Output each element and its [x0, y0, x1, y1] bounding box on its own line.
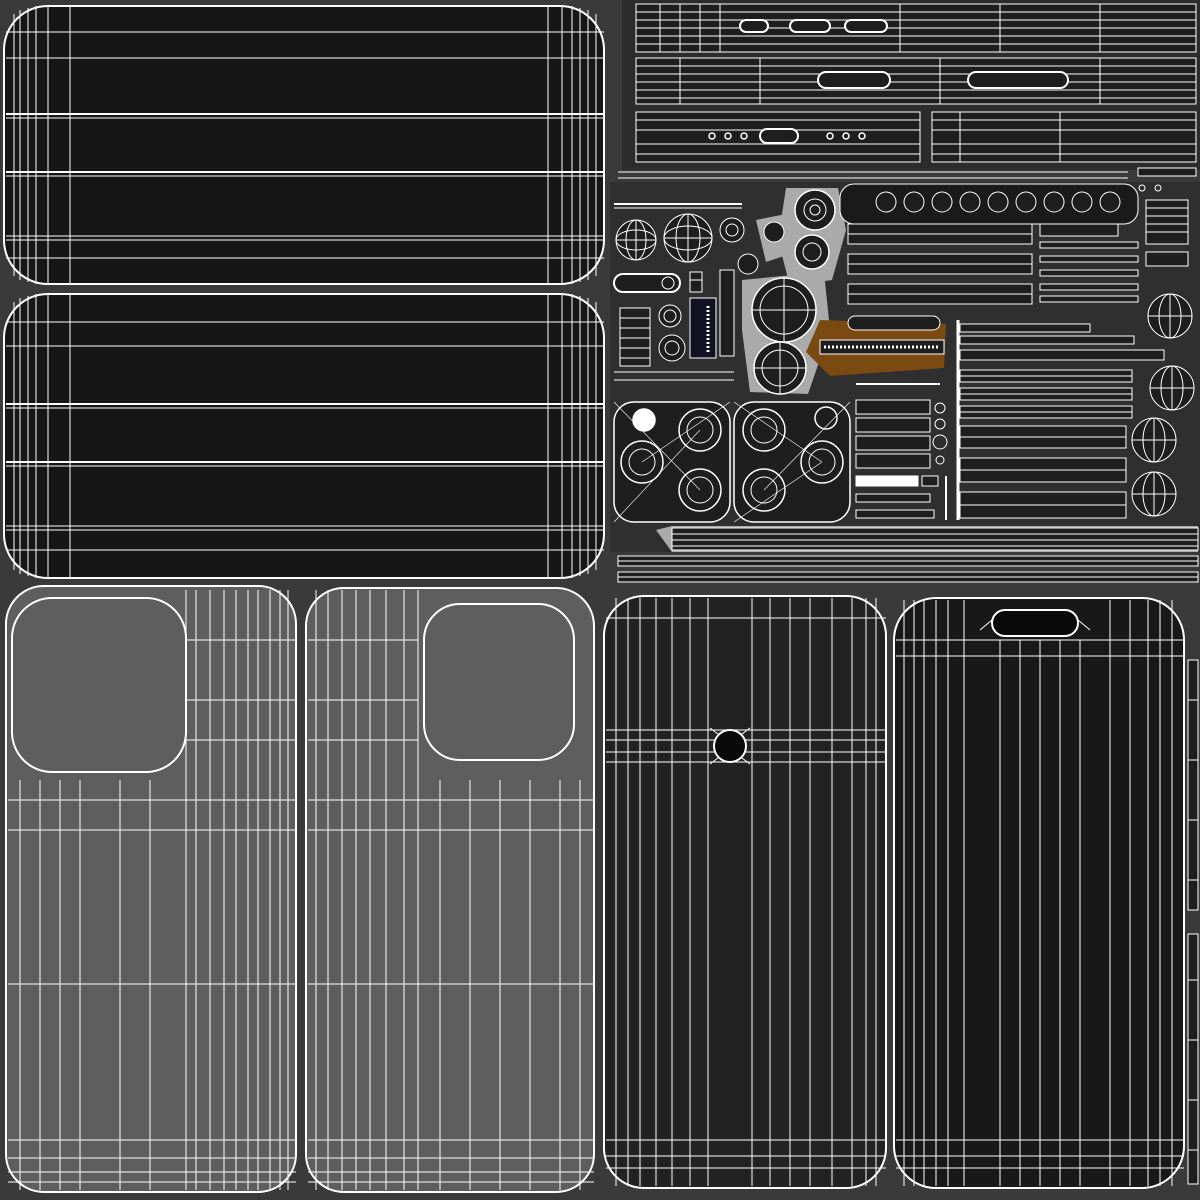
front-panel-left: [603, 595, 887, 1189]
right-ring-column: [1131, 293, 1195, 517]
strip-bottom-left-verticals: [13, 294, 71, 578]
port-strips-group: [847, 199, 1189, 305]
frame-strip-3b: [931, 111, 1197, 163]
lens-pod-right: [733, 401, 851, 523]
long-rail-strips: [617, 526, 1199, 583]
connector-group: [806, 315, 946, 385]
frame-strip-2: [635, 57, 1197, 105]
strip-top-left-verticals: [13, 6, 71, 284]
small-frame-blocks: [855, 399, 948, 520]
front-panel-right: [893, 597, 1185, 1189]
camera-lens-group: [737, 188, 846, 395]
frame-strip-1: [635, 3, 1197, 53]
small-parts-cluster: [610, 182, 1200, 583]
strip-panel-bottom: [3, 293, 605, 579]
back-panel-left: [5, 585, 297, 1193]
rail-strips-group: [956, 320, 1165, 520]
dynamic-island-cutout: [991, 609, 1079, 637]
button-ring-group: [613, 203, 745, 381]
side-button-strips: [1187, 659, 1199, 1185]
strip-top-right-verticals: [547, 6, 597, 284]
camera-cutout: [713, 729, 747, 763]
frame-strip-3a: [635, 111, 921, 163]
strip-panel-top: [3, 5, 605, 285]
speaker-holes-group: [839, 183, 1162, 225]
back-panel-right: [305, 587, 595, 1193]
frame-strips-top: [618, 0, 1200, 179]
strip-bottom-right-verticals: [547, 294, 597, 578]
lens-pod-left: [613, 401, 731, 523]
